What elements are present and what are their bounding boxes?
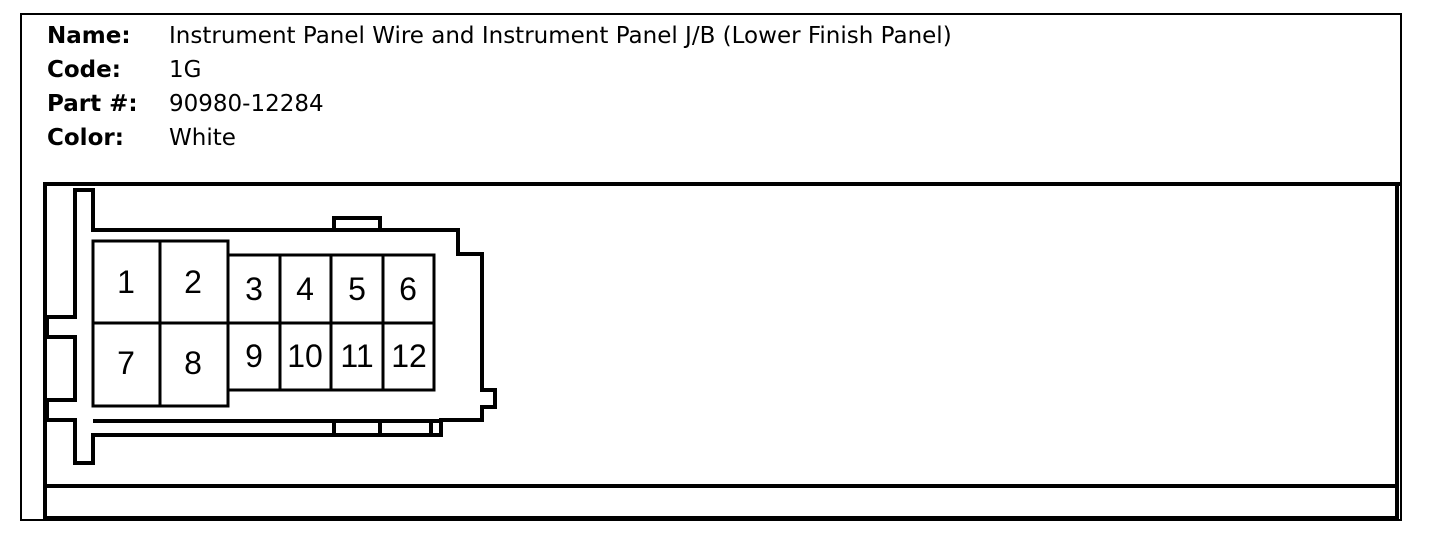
connector-housing bbox=[45, 188, 497, 465]
pin-1-label: 1 bbox=[117, 264, 135, 300]
part-number: 90980-12284 bbox=[169, 91, 324, 117]
color-row: Color: White bbox=[47, 122, 236, 154]
connector-color: White bbox=[169, 125, 236, 151]
pin-4-label: 4 bbox=[296, 271, 314, 307]
large-cavities bbox=[91, 239, 230, 408]
part-row: Part #: 90980-12284 bbox=[47, 88, 324, 120]
pin-11-label: 11 bbox=[340, 338, 373, 374]
pin-3-label: 3 bbox=[245, 271, 263, 307]
part-label: Part #: bbox=[47, 91, 138, 117]
connector-name: Instrument Panel Wire and Instrument Pan… bbox=[169, 23, 952, 49]
name-row: Name: Instrument Panel Wire and Instrume… bbox=[47, 20, 952, 52]
pin-6-label: 6 bbox=[399, 271, 417, 307]
pin-9-label: 9 bbox=[245, 338, 263, 374]
pin-8-label: 8 bbox=[184, 345, 202, 381]
code-label: Code: bbox=[47, 57, 121, 83]
color-label: Color: bbox=[47, 125, 124, 151]
pin-12-label: 12 bbox=[391, 338, 427, 374]
connector-code: 1G bbox=[169, 57, 202, 83]
pin-7-label: 7 bbox=[117, 345, 135, 381]
pin-10-label: 10 bbox=[287, 338, 323, 374]
pin-2-label: 2 bbox=[184, 264, 202, 300]
name-label: Name: bbox=[47, 23, 131, 49]
code-row: Code: 1G bbox=[47, 54, 201, 86]
small-cavities bbox=[226, 253, 436, 392]
pin-5-label: 5 bbox=[348, 271, 366, 307]
